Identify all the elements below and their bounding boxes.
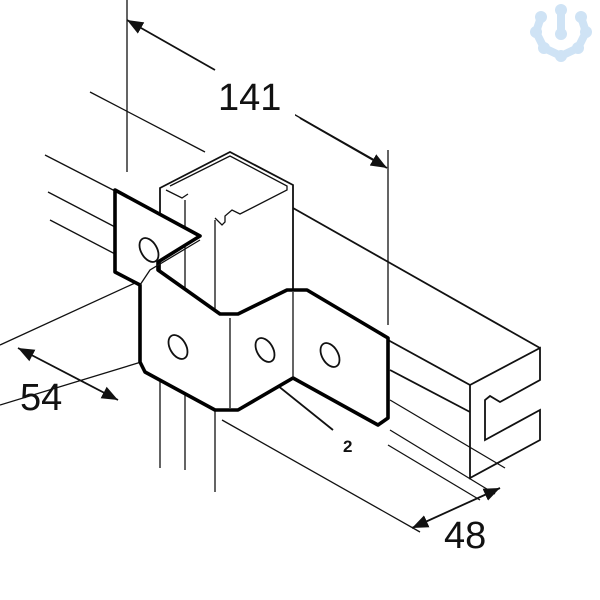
callout-label: 2 bbox=[343, 437, 352, 456]
dimension-height: 54 bbox=[20, 377, 62, 419]
dimension-lines bbox=[17, 19, 501, 529]
horizontal-channel bbox=[292, 207, 541, 480]
u-bracket bbox=[113, 188, 390, 427]
hole bbox=[167, 334, 189, 360]
hole bbox=[138, 237, 160, 263]
hole bbox=[319, 342, 341, 368]
dimension-width: 48 bbox=[444, 515, 486, 557]
dimension-length: 141 bbox=[218, 77, 281, 119]
hole bbox=[254, 337, 276, 363]
watermark-logo-icon bbox=[530, 4, 592, 62]
